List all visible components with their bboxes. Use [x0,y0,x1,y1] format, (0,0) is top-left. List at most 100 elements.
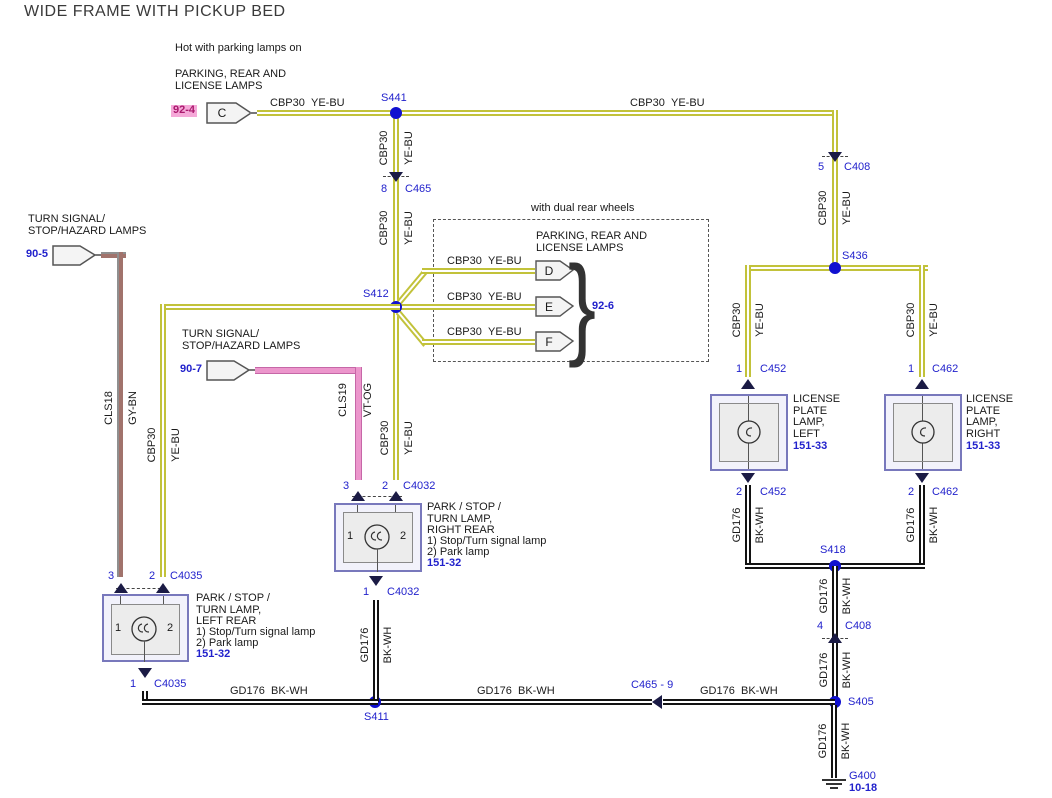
splice-s436-label: S436 [842,250,868,262]
dual-box-label: PARKING, REAR AND LICENSE LAMPS [536,230,648,254]
wire-branch-d [422,268,535,274]
page-ref-90-7: 90-7 [180,363,203,375]
arrow-out-license-right [915,473,929,483]
connector-c4032-name: C4032 [403,480,436,492]
wire-label-bkwh-v1: BK-WH [754,506,766,544]
wire-cbp30-license-left [745,265,751,377]
wire-cls19-v [355,367,362,480]
wire-cbp30-license-right [919,265,925,377]
splice-s412-label: S412 [363,288,389,300]
wire-label-bkwh-v2: BK-WH [928,506,940,544]
connector-c4035-bot-pin: 1 [130,678,137,690]
lamp-left-rear-label: PARK / STOP / TURN LAMP, LEFT REAR [196,592,270,627]
lamp-left-rear-note2: 2) Park lamp [196,637,259,649]
wire-label-bkwh-v3: BK-WH [841,577,853,615]
lamp-lr-lead-c [144,641,145,662]
wire-label-bkwh-v5: BK-WH [840,722,852,760]
connector-c452-bot-name: C452 [760,486,787,498]
wire-label-yebu-v4: YE-BU [754,303,766,337]
lamp-right-rear-label: PARK / STOP / TURN LAMP, RIGHT REAR [427,501,501,536]
wire-cls18-h [101,252,126,258]
connector-e-letter: E [545,300,553,314]
wire-label-cbp30-v5: CBP30 [905,302,917,338]
page-title: WIDE FRAME WITH PICKUP BED [24,3,286,20]
wire-gd176-s405-left [663,699,835,705]
license-left-label: LICENSE PLATE LAMP, LEFT [793,393,841,440]
connector-c408-name: C408 [844,161,871,173]
wire-label-gd176-bkwh-h3: GD176 BK-WH [700,685,778,697]
wire-gd176-right [919,485,925,566]
dual-box-note: with dual rear wheels [531,202,635,214]
wire-label-cbp30-v2: CBP30 [378,210,390,246]
wire-label-branch-f: CBP30 YE-BU [447,326,522,338]
wire-label-yebu-v5: YE-BU [928,303,940,337]
splice-s441-dot [390,107,402,119]
arrow-out-c4032 [369,576,383,586]
connector-c462-bot-pin: 2 [908,486,915,498]
wire-label-gd176-v3: GD176 [818,578,830,614]
arrow-into-c4035-3 [114,583,128,593]
connector-c465-pin: 8 [381,183,388,195]
connector-d-symbol: D [535,260,575,281]
connector-c408-gnd-pin: 4 [817,620,824,632]
wire-label-yebu-v6: YE-BU [170,428,182,462]
connector-c4032-bot-pin: 1 [363,586,370,598]
lamp-right-rear-note1: 1) Stop/Turn signal lamp [427,535,547,547]
wire-label-gd176-v6: GD176 [359,627,371,663]
wire-label-vtog: VT-OG [362,382,374,418]
arrow-into-c408-gnd [828,633,842,643]
splice-s441-label: S441 [381,92,407,104]
wire-label-cbp30-v1: CBP30 [378,130,390,166]
wire-label-gd176-v4: GD176 [818,652,830,688]
wire-cbp30-main [257,110,838,116]
arrow-into-c408 [828,152,842,162]
arrow-into-license-left [741,379,755,389]
wire-label-yebu-v1: YE-BU [403,131,415,165]
lamp-lr-pin2: 2 [167,622,174,634]
wire-label-gd176-v5: GD176 [817,723,829,759]
wire-gd176-s411-span [375,699,652,705]
ground-ref: 10-18 [849,782,878,794]
wire-label-yebu-v7: YE-BU [403,421,415,455]
connector-90-5-symbol [52,245,97,266]
wire-label-branch-e: CBP30 YE-BU [447,291,522,303]
wire-label-gd176-v2: GD176 [905,507,917,543]
connector-c462-bot-name: C462 [932,486,959,498]
wire-label-cbp30-v4: CBP30 [731,302,743,338]
wire-cbp30-right-drop [832,110,838,268]
wire-label-yebu-v3: YE-BU [841,191,853,225]
lamp-rr-lead-c [377,549,378,572]
page-ref-90-5: 90-5 [26,248,49,260]
bulb-icon [364,524,390,550]
connector-c408-pin: 5 [818,161,825,173]
wire-branch-e [400,304,535,310]
wire-label-cbp30-yebu-1: CBP30 YE-BU [270,97,345,109]
lamp-lr-pin1: 1 [115,622,122,634]
connector-f-symbol: F [535,331,575,352]
splice-s405-label: S405 [848,696,874,708]
wire-cbp30-left-branch-h [160,304,400,310]
page-ref-92-4: 92-4 [171,104,198,117]
arrow-into-c4035-2 [156,583,170,593]
arrow-into-c465 [389,172,403,182]
bulb-icon [911,420,935,444]
arrow-out-c4035 [138,668,152,678]
lamp-rr-pin1: 1 [347,530,354,542]
lamp-left-rear-ref: 151-32 [196,648,231,660]
wire-label-gd176-v1: GD176 [731,507,743,543]
turn-signal-left-label: TURN SIGNAL/ STOP/HAZARD LAMPS [28,213,147,237]
wire-branch-d-diag [395,269,428,306]
wire-cls19-h [255,367,362,374]
wire-label-gd176-bkwh-h1: GD176 BK-WH [230,685,308,697]
wire-label-cbp30-v6: CBP30 [146,427,158,463]
arrow-into-c4032-3 [351,491,365,501]
connector-c4032-pin3: 3 [343,480,350,492]
wire-label-cls19: CLS19 [337,383,349,417]
connector-c452-top-name: C452 [760,363,787,375]
wire-gd176-rr-lamp [373,600,379,702]
splice-s418-label: S418 [820,544,846,556]
wire-label-cbp30-v7: CBP30 [379,420,391,456]
ground-icon [822,779,846,781]
wire-label-bkwh-v6: BK-WH [382,626,394,664]
